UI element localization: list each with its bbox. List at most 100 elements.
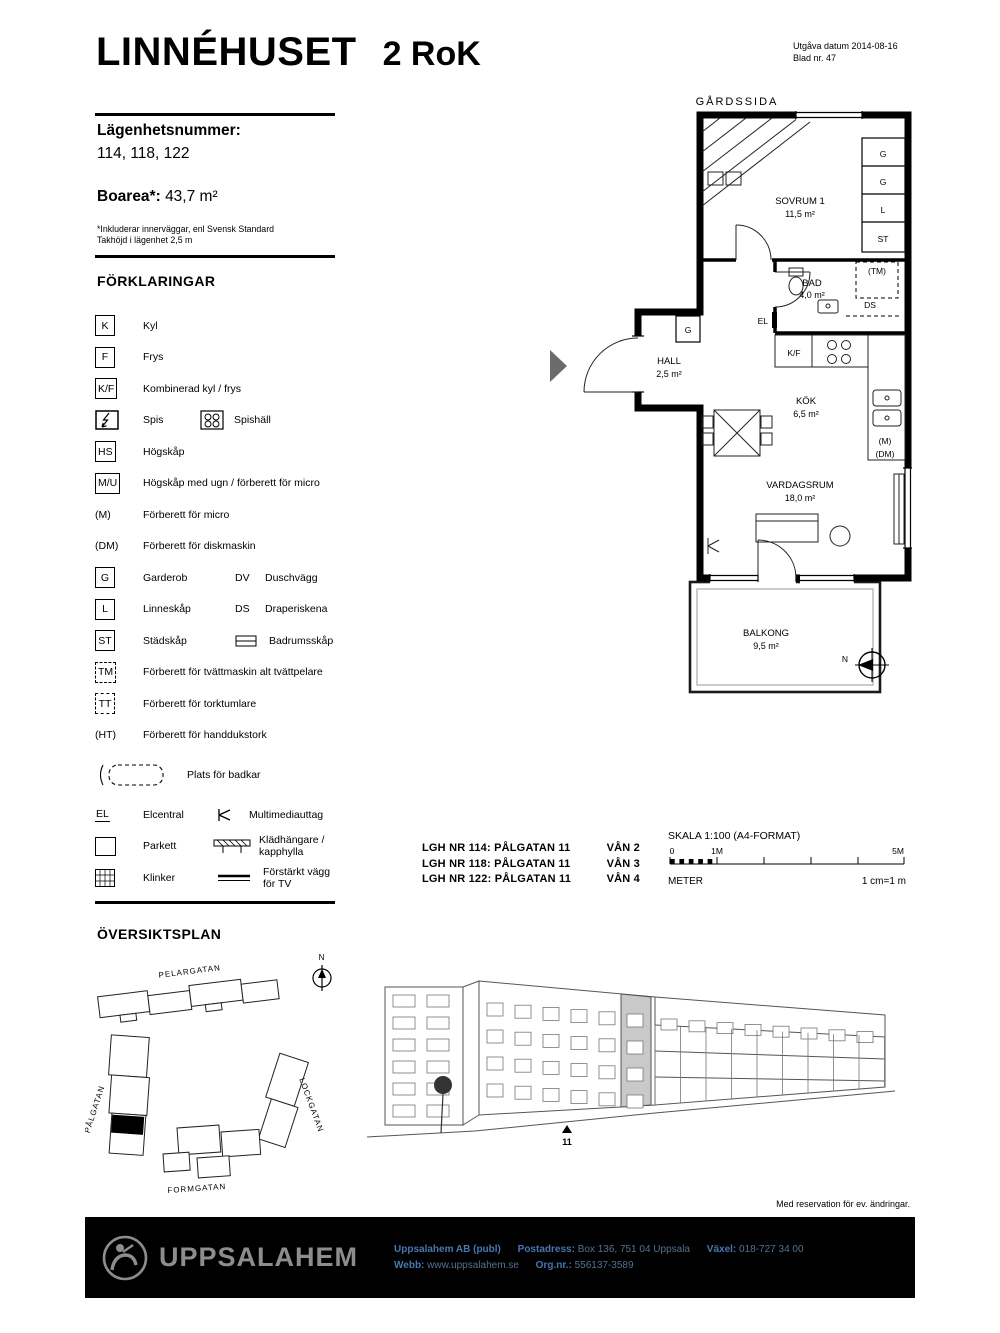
wardrobe-label-1: G — [880, 149, 887, 159]
bathroom-door — [774, 271, 811, 308]
cleaning-cabinet-label: ST — [878, 234, 889, 244]
curtain-rail-symbol: DS — [235, 603, 250, 616]
fridge-symbol: K — [95, 315, 115, 337]
disclaimer: Med reservation för ev. ändringar. — [776, 1199, 910, 1209]
entrance-door — [583, 335, 644, 393]
scale-bar: SKALA 1:100 (A4-FORMAT) 0 1M 5M METER 1 … — [668, 830, 906, 887]
street-palgatan: PÅLGATAN — [85, 1084, 107, 1134]
entrance-marker-icon — [562, 1125, 572, 1133]
location-row: LGH NR 122: PÅLGATAN 11 VÅN 4 — [422, 873, 640, 885]
footer: UPPSALAHEM Uppsalahem AB (publ) Postadre… — [85, 1217, 915, 1298]
legend-row-parkett: Parkett Klädhängare / kapphylla — [95, 831, 341, 863]
footer-contact: Uppsalahem AB (publ) Postadress: Box 136… — [394, 1243, 804, 1271]
building-name: LINNÉHUSET — [96, 30, 357, 74]
tile-icon — [95, 868, 115, 887]
coffee-table — [829, 525, 851, 547]
cooktop-icon — [200, 410, 224, 430]
apartment-numbers: 114, 118, 122 — [97, 145, 190, 162]
website: www.uppsalahem.se — [427, 1259, 519, 1271]
area-note-1: *Inkluderar innerväggar, enl Svensk Stan… — [97, 224, 275, 234]
divider — [95, 901, 335, 904]
dryer-symbol: TT — [95, 693, 115, 715]
kitchen-sink — [867, 334, 906, 461]
site-north-compass-icon: N — [312, 953, 332, 991]
overview-title: ÖVERSIKTSPLAN — [97, 926, 222, 942]
window-livingroom — [902, 467, 913, 549]
multimedia-outlet-icon — [218, 808, 231, 821]
window-balcony-left — [709, 573, 760, 584]
legend-row-hogskap: HS Högskåp — [95, 436, 341, 468]
apartment-location-list: LGH NR 114: PÅLGATAN 11 VÅN 2 LGH NR 118… — [422, 841, 640, 888]
room-label-balkong: BALKONG — [743, 628, 789, 639]
micro-symbol: (M) — [95, 508, 111, 521]
room-label-hall: HALL — [657, 356, 681, 367]
brand-name: UPPSALAHEM — [159, 1242, 359, 1272]
bathroom-cabinet-icon — [235, 635, 257, 647]
sheet-number: Blad nr. 47 — [793, 53, 837, 63]
block-north — [97, 978, 280, 1023]
block-west — [108, 1034, 151, 1156]
legend-row-tvattmaskin: TM Förberett för tvättmaskin alt tvättpe… — [95, 657, 341, 689]
room-label-vardagsrum: VARDAGSRUM — [766, 480, 833, 491]
page-title: LINNÉHUSET 2 RoK — [96, 30, 481, 75]
towel-dryer-symbol: (HT) — [95, 729, 116, 742]
legend-row-frys: F Frys — [95, 342, 341, 374]
site-north-label: N — [319, 953, 326, 962]
scale-ruler: 0 1M 5M — [669, 846, 905, 865]
room-area-vardagsrum: 18,0 m² — [785, 493, 816, 503]
interior-walls — [700, 258, 908, 335]
street-lockgatan: LOCKGATAN — [297, 1077, 325, 1134]
dishwasher-label: (DM) — [876, 449, 895, 459]
courtyard-side-label: GÅRDSSIDA — [696, 95, 779, 108]
legend-row-linneskap: L Linneskåp DS Draperiskena — [95, 594, 341, 626]
electrical-panel — [772, 312, 777, 328]
legend: K Kyl F Frys K/F Kombinerad kyl / frys S… — [95, 310, 341, 894]
meter-label: METER — [668, 876, 703, 887]
location-row: LGH NR 118: PÅLGATAN 11 VÅN 3 — [422, 857, 640, 870]
room-area-kok: 6,5 m² — [793, 409, 819, 419]
fridge-freezer-symbol: K/F — [95, 378, 118, 400]
legend-row-kombinerad-kyl-frys: K/F Kombinerad kyl / frys — [95, 373, 341, 405]
room-label-kok: KÖK — [796, 396, 817, 407]
uppsalahem-logo — [102, 1235, 148, 1280]
tall-cabinet-symbol: HS — [95, 441, 116, 463]
balcony-door — [757, 539, 797, 584]
bathtub-icon — [99, 764, 164, 786]
electrical-panel-symbol: EL — [95, 807, 110, 822]
site-plan: PELARGATAN PÅLGATAN LOCKGATAN FORMGA — [85, 953, 332, 1195]
document-meta: Utgåva datum 2014-08-16 Blad nr. 47 — [793, 40, 898, 64]
freezer-symbol: F — [95, 346, 115, 368]
legend-row-klinker: Klinker Förstärkt vägg för TV — [95, 862, 341, 894]
bedroom-door — [735, 224, 772, 261]
scale-ratio: 1 cm=1 m — [861, 876, 906, 887]
floorplan: GÅRDSSIDA BALKONG 9,5 m² — [550, 95, 913, 694]
legend-row-stadskap: ST Städskåp Badrumsskåp — [95, 625, 341, 657]
legend-row-elcentral: EL Elcentral Multimediauttag — [95, 807, 324, 822]
svg-text:5M: 5M — [892, 846, 904, 856]
issue-date: Utgåva datum 2014-08-16 — [793, 41, 898, 51]
washbasin — [817, 299, 839, 314]
legend-row-torktumlare: TT Förberett för torktumlare — [95, 688, 341, 720]
balcony: BALKONG 9,5 m² — [688, 580, 882, 694]
window-bedroom — [795, 110, 863, 121]
postal-address: Box 136, 751 04 Uppsala — [577, 1243, 690, 1255]
room-label-sovrum: SOVRUM 1 — [775, 196, 825, 207]
fridge-freezer-label: K/F — [787, 348, 800, 358]
svg-text:0: 0 — [670, 846, 675, 856]
svg-text:1M: 1M — [711, 846, 723, 856]
street-pelargatan: PELARGATAN — [158, 963, 221, 980]
media-outlet-icon — [707, 538, 720, 554]
room-area-bad: 4,0 m² — [799, 290, 825, 300]
divider — [95, 113, 335, 116]
legend-row-handdukstork: (HT) Förberett för handdukstork — [95, 729, 267, 742]
cooktop — [827, 340, 851, 364]
legend-row-kyl: K Kyl — [95, 310, 341, 342]
oven-cabinet-symbol: M/U — [95, 472, 121, 494]
subject-building-marker — [111, 1114, 145, 1135]
living-area: Boarea*: 43,7 m² — [97, 188, 218, 206]
legend-row-garderob: G Garderob DV Duschvägg — [95, 562, 341, 594]
window-balcony-right — [800, 573, 855, 584]
divider — [95, 255, 335, 258]
area-label: Boarea*: — [97, 188, 161, 205]
hall-wardrobe-label: G — [685, 325, 692, 335]
